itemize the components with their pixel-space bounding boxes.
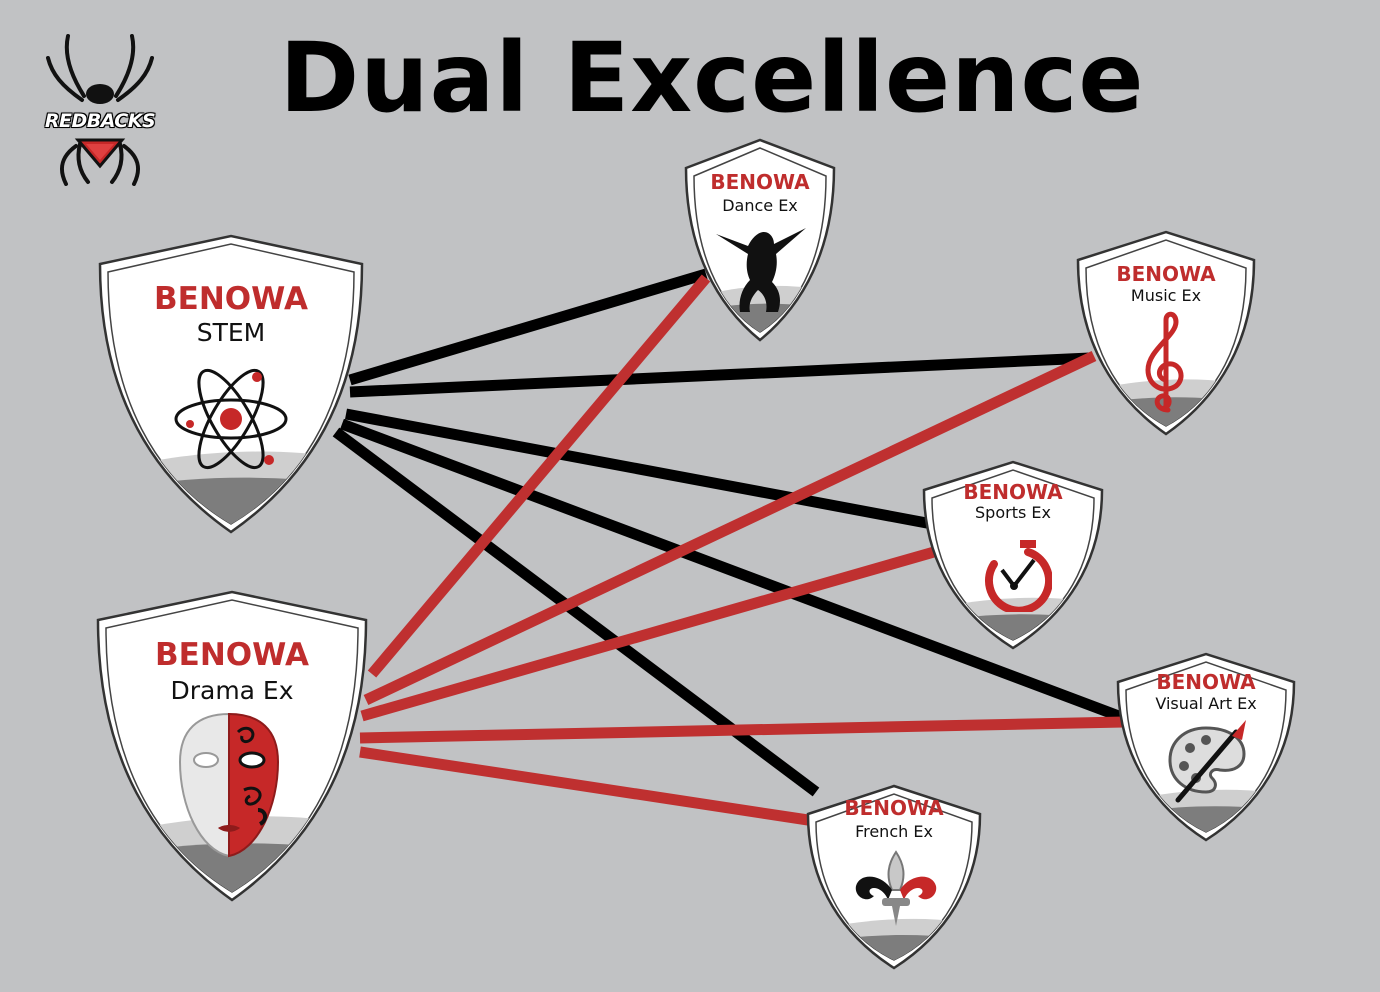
music-badge: BENOWA Music Ex: [1076, 230, 1256, 436]
badge-program: Sports Ex: [975, 503, 1051, 522]
atom-icon: [174, 368, 288, 470]
treble-clef-icon: [1145, 311, 1184, 413]
connection-drama-music: [363, 351, 1097, 705]
dancer-silhouette-icon: [716, 228, 806, 312]
fleur-de-lis-icon: [855, 850, 937, 926]
stopwatch-icon: [984, 540, 1052, 612]
badge-program: Dance Ex: [722, 196, 798, 215]
shield-frame: [922, 460, 1104, 650]
redbacks-logo: REDBACKS: [40, 34, 160, 186]
paint-palette-icon: [1168, 720, 1246, 803]
redback-spider-icon: [46, 34, 154, 186]
connection-drama-dance: [367, 274, 711, 678]
badge-school: BENOWA: [844, 796, 944, 820]
badge-school: BENOWA: [1156, 670, 1256, 694]
badge-program: Drama Ex: [170, 676, 294, 705]
connection-stem-music: [349, 352, 1091, 398]
badge-program: Visual Art Ex: [1155, 694, 1257, 713]
stem-badge: BENOWA STEM: [98, 234, 364, 534]
badge-school: BENOWA: [1116, 262, 1216, 286]
visual-art-badge: BENOWA Visual Art Ex: [1116, 652, 1296, 842]
theatre-mask-icon: [178, 712, 280, 858]
badge-school: BENOWA: [963, 480, 1063, 504]
badge-program: STEM: [196, 318, 266, 347]
badge-school: BENOWA: [154, 281, 308, 317]
shield-frame: [98, 234, 364, 534]
badge-program: Music Ex: [1130, 286, 1202, 305]
badge-school: BENOWA: [710, 170, 810, 194]
connection-stem-art: [340, 418, 1126, 724]
logo-text: REDBACKS: [44, 110, 156, 132]
connection-drama-french: [359, 746, 809, 826]
connection-stem-dance: [348, 268, 708, 386]
connection-drama-sports: [360, 546, 936, 722]
shield-frame: [806, 784, 982, 970]
connection-drama-art: [359, 716, 1125, 744]
page-title: Dual Excellence: [279, 22, 1145, 134]
sports-badge: BENOWA Sports Ex: [922, 460, 1104, 650]
french-badge: BENOWA French Ex: [806, 784, 982, 970]
badge-school: BENOWA: [155, 637, 309, 673]
connection-stem-sports: [344, 408, 934, 530]
dance-badge: BENOWA Dance Ex: [684, 138, 836, 342]
drama-badge: BENOWA Drama Ex: [96, 590, 368, 902]
badge-program: French Ex: [855, 822, 933, 841]
